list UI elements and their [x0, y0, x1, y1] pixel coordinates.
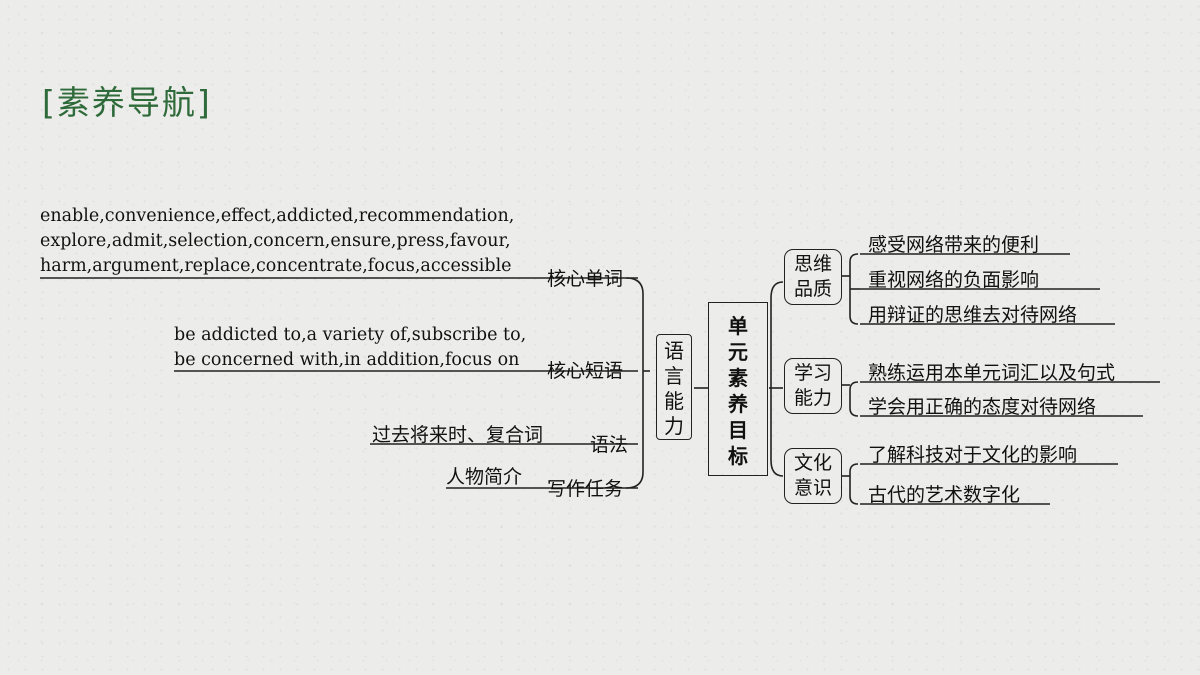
core-words-label: 核心单词 [547, 268, 624, 290]
core-phrases-label: 核心短语 [547, 360, 624, 382]
language-ability-box: 语 言 能 力 [656, 334, 692, 440]
writing-label: 写作任务 [547, 478, 624, 500]
core-words-line: enable,convenience,effect,addicted,recom… [40, 206, 515, 226]
right-main-bracket [770, 281, 784, 477]
thinking-quality-node: 思维 品质 [784, 249, 842, 305]
writing-text: 人物简介 [446, 466, 523, 488]
learning-item: 学会用正确的态度对待网络 [868, 396, 1097, 418]
core-words-line: explore,admit,selection,concern,ensure,p… [40, 231, 511, 251]
core-phrases-list: be addicted to,a variety of,subscribe to… [174, 323, 526, 373]
cultural-awareness-node: 文化 意识 [784, 448, 842, 504]
core-phrases-line: be concerned with,in addition,focus on [174, 350, 520, 370]
page-title: [素养导航] [42, 83, 212, 122]
culture-bracket [849, 463, 859, 505]
thinking-item: 感受网络带来的便利 [868, 234, 1040, 256]
core-phrases-line: be addicted to,a variety of,subscribe to… [174, 325, 527, 345]
learning-item: 熟练运用本单元词汇以及句式 [868, 362, 1116, 384]
culture-item: 古代的艺术数字化 [868, 484, 1021, 506]
grammar-text: 过去将来时、复合词 [372, 424, 544, 446]
core-words-list: enable,convenience,effect,addicted,recom… [40, 204, 514, 279]
thinking-item: 用辩证的思维去对待网络 [868, 304, 1078, 326]
learning-bracket [849, 381, 859, 417]
left-bracket [625, 277, 644, 489]
thinking-item: 重视网络的负面影响 [868, 269, 1040, 291]
learning-ability-node: 学习 能力 [784, 358, 842, 414]
culture-item: 了解科技对于文化的影响 [868, 444, 1078, 466]
core-words-line: harm,argument,replace,concentrate,focus,… [40, 256, 512, 276]
grammar-label: 语法 [590, 434, 629, 456]
unit-goals-box: 单 元 素 养 目 标 [708, 302, 768, 476]
